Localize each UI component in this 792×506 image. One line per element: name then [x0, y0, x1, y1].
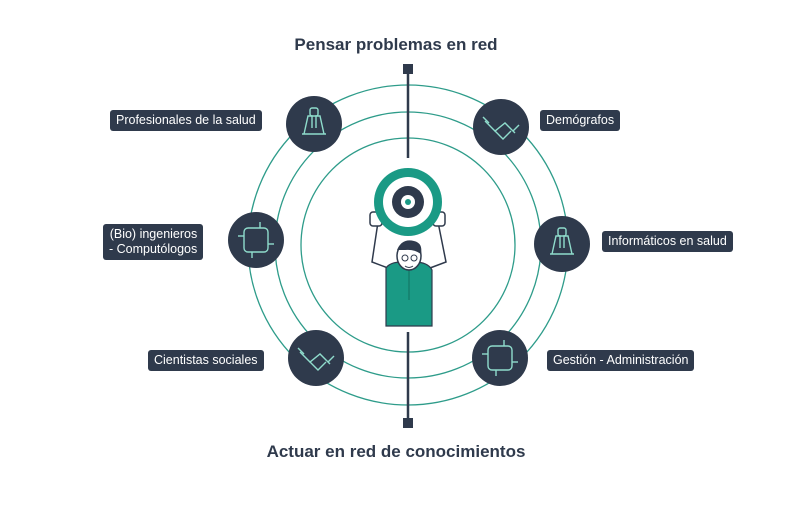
hands-stack-icon	[286, 96, 342, 152]
handshake-icon	[473, 99, 529, 155]
hands-stack-icon	[534, 216, 590, 272]
label-profesionales-salud: Profesionales de la salud	[110, 110, 262, 131]
hands-circle-icon	[228, 212, 284, 268]
person-holding-target-illustration	[369, 168, 447, 327]
label-informaticos-salud: Informáticos en salud	[602, 231, 733, 252]
diagram-title-bottom: Actuar en red de conocimientos	[266, 442, 526, 461]
diagram-title-top: Pensar problemas en red	[294, 35, 498, 54]
label-bio-ingenieros: (Bio) ingenieros - Computólogos	[103, 224, 204, 260]
label-bio-ingenieros-line-2: - Computólogos	[109, 242, 198, 256]
hands-circle-icon	[472, 330, 528, 386]
label-bio-ingenieros-line-1: (Bio) ingenieros	[109, 227, 198, 241]
handshake-icon	[288, 330, 344, 386]
label-gestion-administracion: Gestión - Administración	[547, 350, 695, 371]
label-demografos: Demógrafos	[540, 110, 621, 131]
axis-end-top	[403, 64, 413, 74]
axis-end-bottom	[403, 418, 413, 428]
label-cientistas-sociales: Cientistas sociales	[148, 350, 264, 371]
